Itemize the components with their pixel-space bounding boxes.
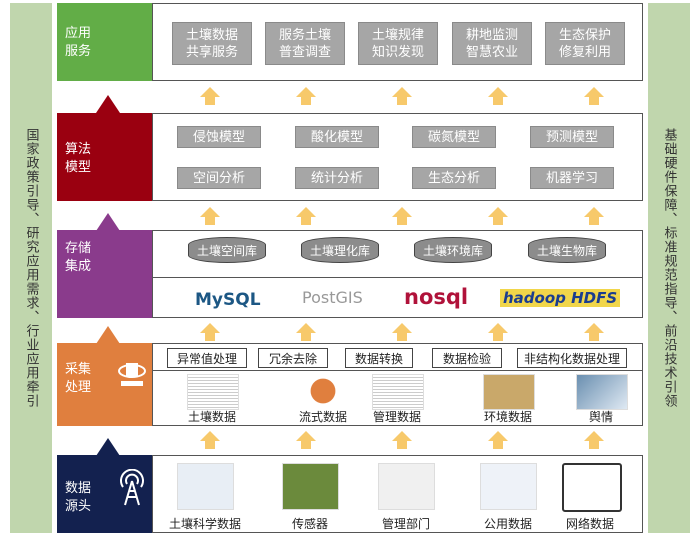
up-arrow-icon (488, 87, 508, 105)
processing-step[interactable]: 异常值处理 (167, 348, 247, 368)
source-label: 网络数据 (565, 517, 614, 531)
data-thumbnail (187, 374, 239, 410)
database-item[interactable]: 土壤空间库 (188, 237, 266, 263)
source-label: 公用数据 (483, 517, 532, 531)
up-arrow-icon (584, 431, 604, 449)
up-arrow-icon (584, 323, 604, 341)
app-layer-label: 应用服务 (57, 3, 202, 81)
label-line: 存储 (65, 241, 92, 256)
processing-step[interactable]: 数据检验 (432, 348, 502, 368)
item-line: 土壤规律 (371, 27, 424, 43)
label-line: 算法 (65, 142, 92, 157)
processing-step[interactable]: 非结构化数据处理 (517, 348, 627, 368)
collect-layer-label: 采集处理 (57, 343, 152, 426)
database-item[interactable]: 土壤生物库 (528, 237, 606, 263)
app-service-item[interactable]: 服务土壤普查调查 (265, 22, 345, 65)
label-line: 采集 (65, 362, 92, 377)
up-arrow-icon (200, 431, 220, 449)
algo-model-item[interactable]: 预测模型 (530, 126, 614, 148)
postgis-logo: PostGIS (302, 288, 363, 307)
label-line: 模型 (65, 160, 92, 175)
data-type-label: 土壤数据 (187, 410, 236, 424)
source-thumbnail (480, 463, 537, 510)
app-service-item[interactable]: 土壤数据共享服务 (172, 22, 252, 65)
up-arrow-icon (584, 207, 604, 225)
source-layer-label: 数据源头 (57, 455, 152, 533)
up-arrow-icon (392, 431, 412, 449)
computer-sync-icon (118, 363, 146, 386)
left-guidance-bar: 国家政策引导、研究应用需求、行业应用牵引 (10, 3, 52, 533)
algo-model-item[interactable]: 碳氮模型 (412, 126, 496, 148)
up-arrow-icon (392, 207, 412, 225)
source-label: 传感器 (291, 517, 328, 531)
algo-model-item[interactable]: 侵蚀模型 (177, 126, 261, 148)
up-arrow-icon (200, 87, 220, 105)
algo-analysis-item[interactable]: 生态分析 (412, 167, 496, 189)
processing-step[interactable]: 数据转换 (345, 348, 413, 368)
nosql-logo: nosql (404, 285, 469, 309)
algo-analysis-item[interactable]: 空间分析 (177, 167, 261, 189)
data-type-label: 管理数据 (372, 410, 421, 424)
data-type-label: 舆情 (588, 410, 613, 424)
database-item[interactable]: 土壤环境库 (414, 237, 492, 263)
source-label: 土壤科学数据 (168, 517, 241, 531)
item-line: 普查调查 (278, 44, 331, 60)
item-line: 知识发现 (371, 44, 424, 60)
data-type-label: 流式数据 (298, 410, 347, 424)
source-label: 管理部门 (381, 517, 430, 531)
source-thumbnail (562, 463, 622, 512)
processing-step[interactable]: 冗余去除 (258, 348, 328, 368)
app-service-item[interactable]: 耕地监测智慧农业 (452, 22, 532, 65)
source-thumbnail (378, 463, 435, 510)
right-support-bar: 基础硬件保障、标准规范指导、前沿技术引领 (648, 3, 690, 533)
data-thumbnail (298, 374, 348, 408)
up-arrow-icon (488, 431, 508, 449)
mysql-logo: MySQL (195, 290, 261, 310)
up-arrow-icon (488, 323, 508, 341)
source-thumbnail (177, 463, 234, 510)
label-line: 处理 (65, 380, 92, 395)
storage-layer-label: 存储集成 (57, 230, 199, 318)
up-arrow-icon (200, 323, 220, 341)
up-arrow-icon (296, 431, 316, 449)
item-line: 共享服务 (185, 44, 238, 60)
algo-analysis-item[interactable]: 统计分析 (295, 167, 379, 189)
item-line: 服务土壤 (278, 27, 331, 43)
up-arrow-icon (488, 207, 508, 225)
label-line: 源头 (65, 499, 92, 514)
algo-layer-label: 算法模型 (57, 113, 197, 201)
item-line: 修复利用 (558, 44, 611, 60)
up-arrow-icon (296, 207, 316, 225)
source-thumbnail (282, 463, 339, 510)
algo-model-item[interactable]: 酸化模型 (295, 126, 379, 148)
antenna-icon (120, 469, 144, 506)
label-line: 数据 (65, 481, 92, 496)
item-line: 生态保护 (558, 27, 611, 43)
up-arrow-icon (392, 87, 412, 105)
app-service-item[interactable]: 生态保护修复利用 (545, 22, 625, 65)
label-line: 应用 (65, 26, 92, 41)
item-line: 智慧农业 (465, 44, 518, 60)
item-line: 耕地监测 (465, 27, 518, 43)
data-thumbnail (372, 374, 424, 410)
up-arrow-icon (584, 87, 604, 105)
algo-analysis-item[interactable]: 机器学习 (530, 167, 614, 189)
app-service-item[interactable]: 土壤规律知识发现 (358, 22, 438, 65)
item-line: 土壤数据 (185, 27, 238, 43)
label-line: 服务 (65, 44, 92, 59)
database-item[interactable]: 土壤理化库 (301, 237, 379, 263)
up-arrow-icon (200, 207, 220, 225)
data-type-label: 环境数据 (483, 410, 532, 424)
up-arrow-icon (296, 87, 316, 105)
data-thumbnail (483, 374, 535, 410)
up-arrow-icon (296, 323, 316, 341)
hadoop-logo: hadoop HDFS (500, 289, 621, 307)
up-arrow-icon (392, 323, 412, 341)
data-thumbnail (576, 374, 628, 410)
label-line: 集成 (65, 259, 92, 274)
